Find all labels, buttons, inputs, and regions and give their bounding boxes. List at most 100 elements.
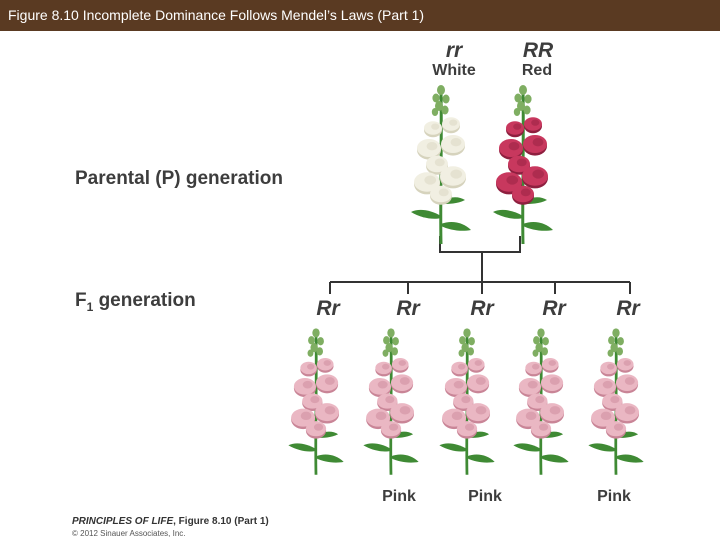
flower-throat <box>324 377 335 385</box>
flower-throat <box>310 396 320 404</box>
flower-petal <box>602 393 623 409</box>
leaf-right <box>541 454 569 463</box>
flower-bud <box>458 349 465 357</box>
flower-throat <box>527 380 538 389</box>
flower-petal <box>616 374 639 391</box>
flower-petal <box>305 421 327 437</box>
flower-bud <box>616 347 623 356</box>
flower-petal <box>527 393 548 409</box>
flower-petal <box>391 374 414 391</box>
flower-petal <box>380 421 402 437</box>
flower-petal <box>366 408 391 427</box>
flower-petal <box>442 117 460 131</box>
offspring-phenotype-5: Pink <box>597 488 631 505</box>
flower-bud <box>524 94 532 104</box>
flower-bud <box>608 336 615 345</box>
flower-petal <box>291 408 316 427</box>
parent-genotype-red: RR <box>522 39 554 62</box>
flower-throat <box>424 175 437 185</box>
credit-book-title: PRINCIPLES OF LIFE, Figure 8.10 (Part 1) <box>72 516 269 527</box>
flower-bud <box>308 336 315 345</box>
flower-throat <box>538 423 549 431</box>
flower-bud <box>432 93 440 103</box>
leaf-left <box>513 443 541 452</box>
flower-petal <box>506 121 524 135</box>
pink-snapdragon-image-4 <box>513 328 569 475</box>
flower-bud <box>312 328 320 338</box>
red-snapdragon-image <box>493 85 553 245</box>
leaf-left <box>493 209 523 219</box>
flower-petal <box>316 358 334 371</box>
parental-generation-label: Parental (P) generation <box>75 168 283 189</box>
offspring-genotype-2: Rr <box>396 297 420 320</box>
flower-throat <box>602 380 613 389</box>
flower-throat <box>461 396 471 404</box>
flower-bud <box>442 94 450 104</box>
flower-petal <box>441 135 465 153</box>
flower-throat <box>398 360 407 366</box>
flower-throat <box>549 406 561 415</box>
flower-petal <box>453 393 474 409</box>
flower-bud <box>385 343 393 353</box>
figure-title: Figure 8.10 Incomplete Dominance Follows… <box>8 7 425 23</box>
white-snapdragon-image <box>411 85 471 245</box>
flower-throat <box>306 363 315 370</box>
flower-bud <box>468 337 475 346</box>
flower-petal <box>541 358 559 371</box>
flower-petal <box>616 358 634 371</box>
flower-bud <box>517 101 525 111</box>
flower-bud <box>383 336 390 345</box>
flower-throat <box>431 123 440 130</box>
flower-petal <box>540 403 565 422</box>
offspring-phenotype-2: Pink <box>382 488 416 505</box>
flower-bud <box>435 101 443 111</box>
flower-petal <box>516 408 541 427</box>
flower-bud <box>541 347 548 356</box>
flower-throat <box>600 411 612 421</box>
flower-throat <box>513 123 522 130</box>
flower-throat <box>300 411 312 421</box>
flower-petal <box>600 361 617 375</box>
leaf-left <box>439 443 467 452</box>
flower-petal <box>451 361 468 375</box>
flower-petal <box>417 139 441 157</box>
flower-petal <box>530 421 552 437</box>
flower-petal <box>456 421 478 437</box>
flower-throat <box>532 169 545 179</box>
flower-throat <box>475 377 486 385</box>
flower-throat <box>450 169 463 179</box>
flower-bud <box>316 347 323 356</box>
flower-bud <box>535 343 543 353</box>
offspring-genotype-5: Rr <box>616 297 640 320</box>
flower-throat <box>548 360 557 366</box>
flower-throat <box>388 423 399 431</box>
flower-bud <box>523 105 531 115</box>
flower-bud <box>317 337 324 346</box>
flower-bud <box>310 343 318 353</box>
flower-throat <box>549 377 560 385</box>
flower-throat <box>535 396 545 404</box>
flower-bud <box>533 336 540 345</box>
flower-petal <box>467 374 490 391</box>
flower-throat <box>531 363 540 370</box>
flower-throat <box>532 138 544 147</box>
flower-throat <box>438 188 449 197</box>
flower-throat <box>377 380 388 389</box>
flower-throat <box>451 411 463 421</box>
flower-bud <box>391 347 398 356</box>
flower-throat <box>624 406 636 415</box>
flower-petal <box>391 358 409 371</box>
flower-petal <box>591 408 616 427</box>
offspring-genotype-3: Rr <box>470 297 494 320</box>
flower-bud <box>461 343 469 353</box>
flower-petal <box>300 361 317 375</box>
flower-petal <box>518 378 541 395</box>
flower-petal <box>525 361 542 375</box>
flower-petal <box>524 117 542 131</box>
parent-phenotype-red: Red <box>521 62 553 79</box>
flower-petal <box>315 403 340 422</box>
flower-throat <box>375 411 387 421</box>
flower-petal <box>496 172 522 192</box>
flower-petal <box>442 408 467 427</box>
flower-bud <box>537 328 545 338</box>
